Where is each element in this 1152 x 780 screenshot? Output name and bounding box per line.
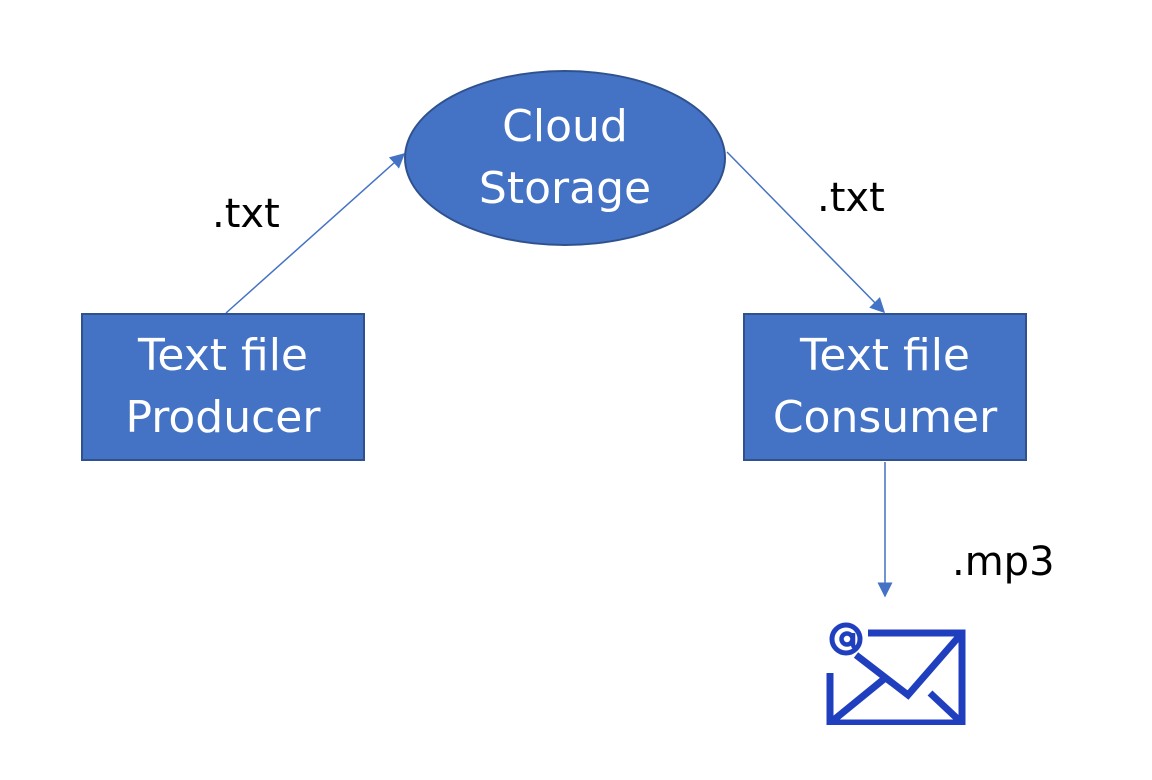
producer-label-line2: Producer <box>125 392 321 443</box>
cloud-storage-node: Cloud Storage <box>404 70 726 246</box>
text-file-consumer-node: Text file Consumer <box>743 313 1027 461</box>
producer-label-line1: Text file <box>138 330 308 381</box>
consumer-label-line2: Consumer <box>772 392 998 443</box>
edge-label-producer-to-cloud: .txt <box>212 191 280 237</box>
text-file-producer-node: Text file Producer <box>81 313 365 461</box>
consumer-label-line1: Text file <box>800 330 970 381</box>
edge-label-consumer-to-email: .mp3 <box>952 539 1055 585</box>
cloud-storage-label-line2: Storage <box>478 163 652 214</box>
arrow-producer-to-cloud <box>225 153 406 314</box>
email-at-icon <box>826 622 966 725</box>
cloud-storage-label-line1: Cloud <box>502 101 628 152</box>
arrow-cloud-to-consumer <box>726 151 886 314</box>
edge-label-cloud-to-consumer: .txt <box>817 175 885 221</box>
